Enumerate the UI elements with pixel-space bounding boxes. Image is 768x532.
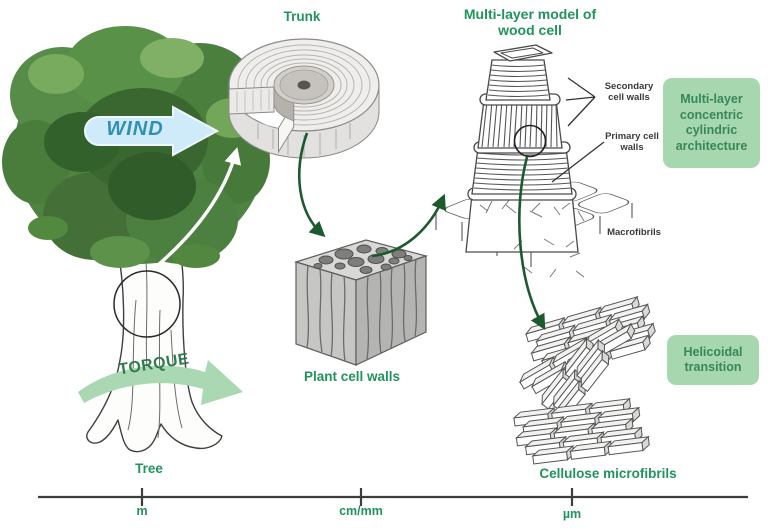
tree-label: Tree (135, 461, 163, 476)
scale-label-um: µm (562, 507, 582, 521)
scale-label-m: m (136, 504, 148, 518)
cellulose-microfibrils-label: Cellulose microfibrils (539, 466, 677, 481)
helicoidal-transition-callout: Helicoidal transition (667, 335, 759, 385)
secondary-bracket (565, 77, 596, 127)
scale-label-cmmm: cm/mm (339, 504, 383, 518)
tree-to-trunk-arrow (149, 147, 242, 273)
plant-cell-walls-illustration (293, 239, 429, 366)
trunk-disc-illustration (228, 38, 380, 159)
torque-arrow (78, 360, 243, 405)
primary-pointer-line (551, 141, 605, 183)
plant-cell-walls-label: Plant cell walls (303, 369, 401, 384)
flow-arrows (297, 132, 546, 331)
helicoidal-transition-text: Helicoidal transition (683, 344, 743, 375)
macrofibrils-label: Macrofibrils (607, 227, 661, 238)
arrow-trunk-to-cells (297, 132, 326, 238)
tree-crown (2, 26, 270, 268)
arrow-cells-to-model (371, 193, 446, 258)
concentric-architecture-callout: Multi-layer concentric cylindric archite… (663, 78, 760, 168)
arrow-model-to-microfibrils (518, 156, 546, 331)
wind-arrow (84, 105, 220, 157)
primary-cell-walls-label: Primary cell walls (605, 131, 659, 153)
wind-annotation: WIND (106, 118, 164, 140)
trunk-label: Trunk (283, 9, 321, 24)
wood-cell-model-illustration (435, 44, 633, 278)
cell-wall-zoom-circle (513, 124, 547, 158)
wood-cell-model-title: Multi-layer model of wood cell (463, 6, 597, 38)
secondary-cell-walls-label: Secondary cell walls (604, 81, 654, 103)
trunk-sketch (86, 249, 223, 453)
scale-bar (38, 488, 748, 506)
cellulose-microfibrils-illustration (512, 296, 658, 465)
concentric-architecture-text: Multi-layer concentric cylindric archite… (675, 92, 748, 153)
trunk-zoom-circle (113, 270, 181, 338)
